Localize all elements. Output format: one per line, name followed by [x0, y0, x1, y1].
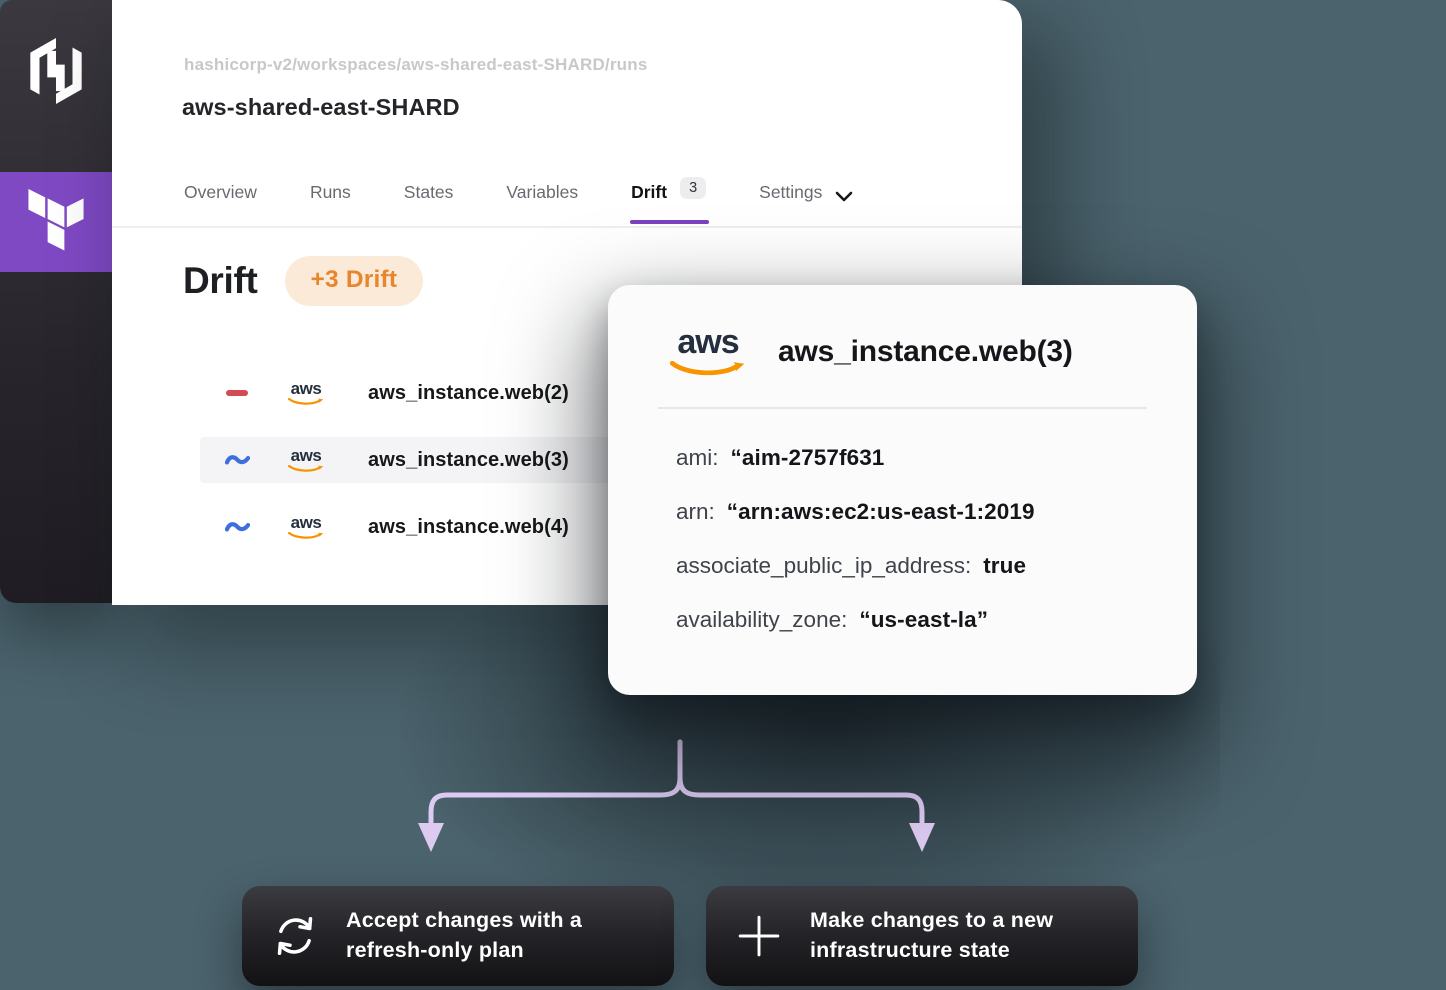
- tab-runs[interactable]: Runs: [309, 182, 351, 202]
- drift-section-title: Drift: [183, 260, 258, 301]
- hashicorp-logo-icon: [23, 34, 89, 113]
- sidebar-item-terraform[interactable]: [0, 172, 112, 272]
- sidebar-item-hashicorp[interactable]: [0, 30, 112, 116]
- tab-variables[interactable]: Variables: [506, 182, 579, 202]
- sidebar: [0, 0, 112, 603]
- detail-resource-title: aws_instance.web(3): [778, 334, 1073, 368]
- plus-icon: [736, 913, 782, 959]
- tab-bar: Overview Runs States Variables Drift 3 S…: [112, 177, 1022, 228]
- list-item-aws-instance-web-2[interactable]: aws aws_instance.web(2): [200, 370, 772, 416]
- breadcrumb: hashicorp-v2/workspaces/aws-shared-east-…: [184, 55, 648, 74]
- tab-drift[interactable]: Drift 3: [630, 177, 710, 224]
- page-title: aws-shared-east-SHARD: [182, 94, 460, 120]
- divider: [658, 406, 1147, 409]
- tab-states[interactable]: States: [403, 182, 454, 202]
- list-item-aws-instance-web-4[interactable]: aws aws_instance.web(4): [200, 504, 772, 550]
- attribute-associate-public-ip-address: associate_public_ip_address: true: [676, 552, 1027, 578]
- drift-detail-card: aws aws_instance.web(3) ami: “aim-2757f6…: [608, 285, 1197, 695]
- branch-arrows: [380, 728, 980, 883]
- aws-provider-icon: aws: [670, 325, 746, 379]
- aws-provider-icon: aws: [286, 380, 326, 406]
- attribute-ami: ami: “aim-2757f631: [676, 444, 885, 470]
- attribute-list: ami: “aim-2757f631 arn: “arn:aws:ec2:us-…: [608, 409, 1197, 635]
- aws-provider-icon: aws: [286, 447, 326, 473]
- drift-count-pill: +3 Drift: [284, 256, 424, 306]
- accept-changes-button[interactable]: Accept changes with a refresh-only plan: [242, 886, 674, 986]
- attribute-availability-zone: availability_zone: “us-east-la”: [676, 606, 989, 632]
- tilde-change-icon: [224, 520, 250, 534]
- tab-settings[interactable]: Settings: [759, 182, 853, 226]
- drift-count-badge: 3: [680, 177, 707, 199]
- tab-overview[interactable]: Overview: [184, 182, 257, 202]
- aws-provider-icon: aws: [286, 514, 326, 540]
- attribute-arn: arn: “arn:aws:ec2:us-east-1:2019: [676, 498, 1035, 524]
- minus-change-icon: [224, 390, 250, 396]
- make-changes-button[interactable]: Make changes to a new infrastructure sta…: [706, 886, 1138, 986]
- refresh-icon: [272, 913, 318, 959]
- chevron-down-icon: [835, 186, 853, 207]
- terraform-logo-icon: [28, 188, 84, 256]
- tilde-change-icon: [224, 453, 250, 467]
